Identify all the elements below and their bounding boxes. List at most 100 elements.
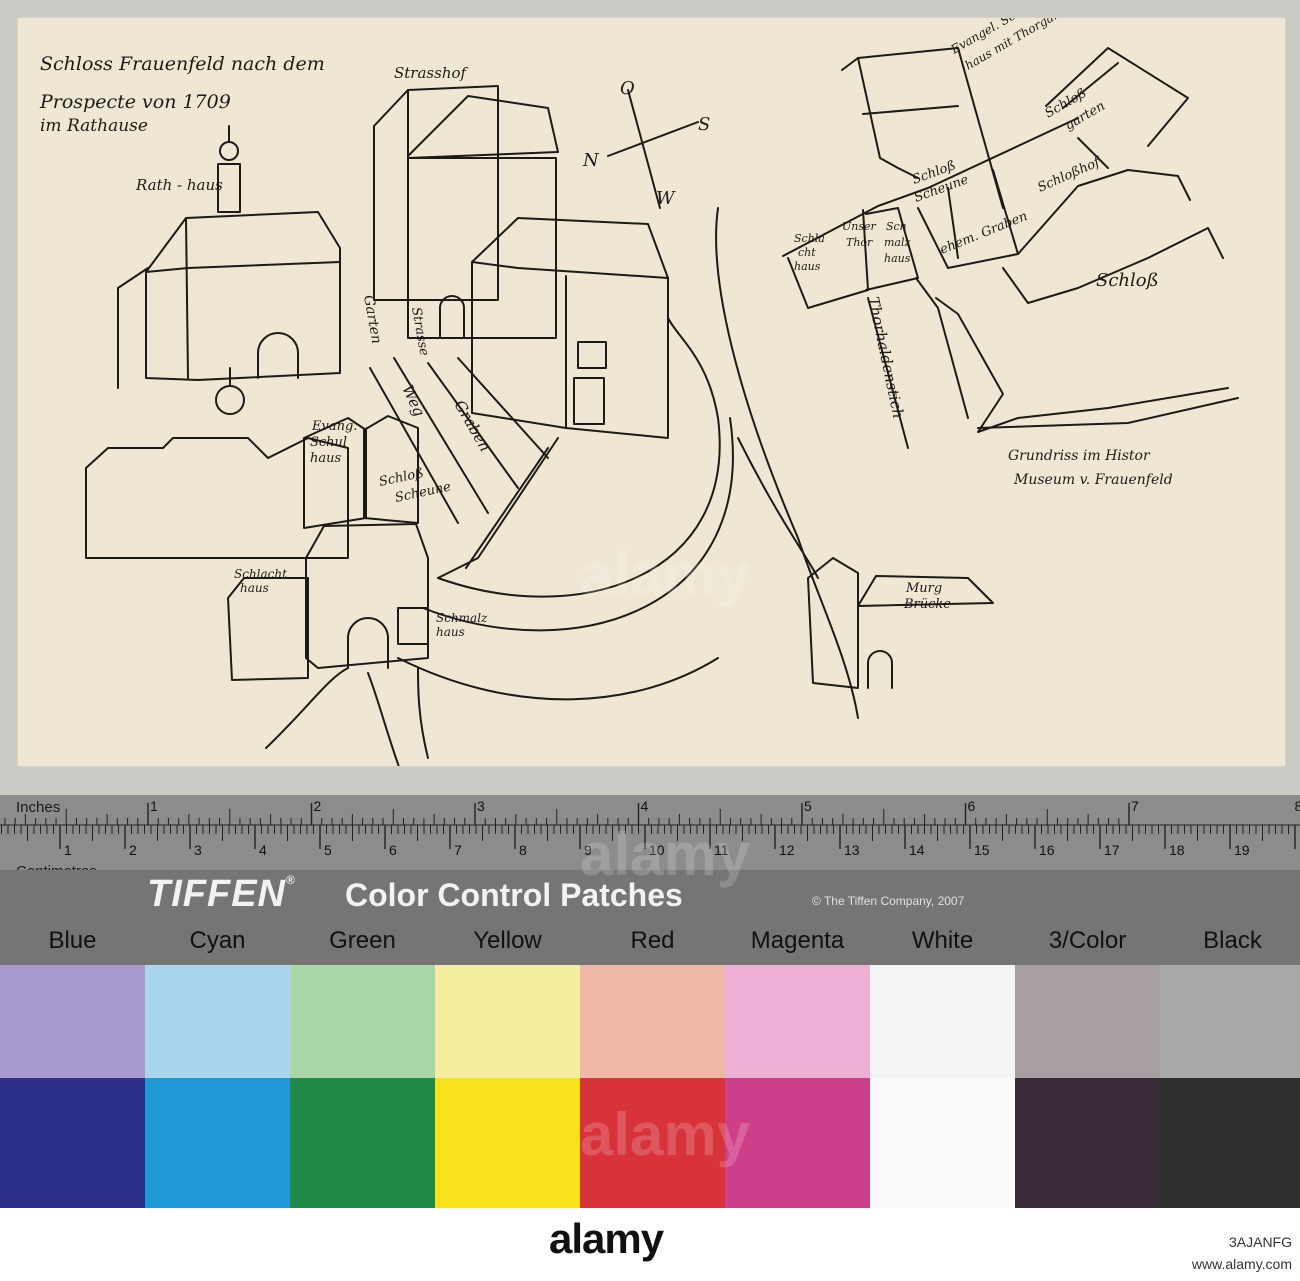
plan-schlachthaus-1: Schla <box>794 232 825 245</box>
sketch-paper: Schloss Frauenfeld nach dem Prospecte vo… <box>18 18 1285 766</box>
patch-white-light <box>870 965 1015 1078</box>
alamy-logo: alamy <box>549 1215 664 1262</box>
patch-black-light <box>1160 965 1300 1078</box>
alamy-footer <box>0 1208 1300 1281</box>
alamy-image-code: 3AJANFG <box>1228 1234 1292 1250</box>
patch-yellow-dark <box>435 1078 580 1208</box>
label-thorhaldenstich: Thorhaldenstich <box>864 295 907 420</box>
ruler-inches-label: Inches <box>16 799 61 816</box>
cm-number: 13 <box>844 842 860 858</box>
plan-caption-2: Museum v. Frauenfeld <box>1013 472 1173 488</box>
patch-yellow-light <box>435 965 580 1078</box>
cm-number: 3 <box>194 842 202 858</box>
patch-red-dark <box>580 1078 725 1208</box>
label-evang-2: Schul <box>310 435 347 450</box>
inch-number: 6 <box>968 798 976 814</box>
sketch-title-line-3: im Rathause <box>40 116 148 136</box>
inch-number: 8 <box>1295 798 1300 814</box>
inch-number: 2 <box>314 798 322 814</box>
inch-number: 7 <box>1131 798 1139 814</box>
cm-number: 14 <box>909 842 925 858</box>
cm-number: 19 <box>1234 842 1250 858</box>
label-strasshof: Strasshof <box>394 64 469 82</box>
patch-magenta-light <box>725 965 870 1078</box>
sketch-title-line-1: Schloss Frauenfeld nach dem <box>40 53 325 75</box>
tiffen-trademark: ® <box>285 873 296 887</box>
patch-3color-light <box>1015 965 1160 1078</box>
tiffen-brand-name: TIFFEN <box>147 873 286 915</box>
patch-black-dark <box>1160 1078 1300 1208</box>
patch-blue-dark <box>0 1078 145 1208</box>
patch-white-dark <box>870 1078 1015 1208</box>
label-schlachthaus-1: Schlacht <box>234 567 287 581</box>
cm-number: 17 <box>1104 842 1120 858</box>
plan-caption-1: Grundriss im Histor <box>1008 448 1151 464</box>
label-schmalzhaus-1: Schmalz <box>436 611 488 625</box>
label-rathhaus: Rath - haus <box>135 176 223 194</box>
compass-n: N <box>582 150 600 171</box>
color-name-yellow: Yellow <box>473 927 542 954</box>
cm-number: 16 <box>1039 842 1055 858</box>
cm-number: 1 <box>64 842 72 858</box>
patch-red-light <box>580 965 725 1078</box>
color-name-3color: 3/Color <box>1048 927 1127 954</box>
plan-unser-thor-1: Unser <box>842 220 877 233</box>
product-name: Color Control Patches <box>345 877 683 913</box>
plan-schmalzhaus-2: malz <box>884 236 911 249</box>
label-schlachthaus-2: haus <box>240 581 269 595</box>
inch-number: 3 <box>477 798 485 814</box>
plan-unser-thor-2: Thor <box>846 236 873 249</box>
color-name-cyan: Cyan <box>189 927 246 954</box>
plan-schloss: Schloß <box>1096 270 1159 291</box>
tiffen-logo: TIFFEN® <box>147 873 296 916</box>
patch-magenta-dark <box>725 1078 870 1208</box>
cm-number: 8 <box>519 842 527 858</box>
label-garten: Garten <box>360 294 384 345</box>
cm-number: 11 <box>714 842 729 858</box>
label-schmalzhaus-2: haus <box>436 625 465 639</box>
patch-cyan-dark <box>145 1078 290 1208</box>
patch-green-dark <box>290 1078 435 1208</box>
plan-schlachthaus-2: cht <box>798 246 816 259</box>
cm-number: 6 <box>389 842 397 858</box>
plan-schlachthaus-3: haus <box>794 260 821 273</box>
label-murg: Murg <box>905 581 942 596</box>
color-name-magenta: Magenta <box>750 927 845 954</box>
inch-number: 5 <box>804 798 812 814</box>
plan-schmalzhaus-3: haus <box>884 252 911 265</box>
color-name-red: Red <box>630 927 675 954</box>
plan-schlosshof: Schloßhof <box>1036 154 1105 196</box>
label-evang-3: haus <box>310 451 341 466</box>
cm-number: 10 <box>649 842 665 858</box>
castle-drawing <box>85 47 1239 766</box>
patch-blue-light <box>0 965 145 1078</box>
patch-cyan-light <box>145 965 290 1078</box>
patch-3color-dark <box>1015 1078 1160 1208</box>
label-strasse: Strasse <box>408 306 431 357</box>
cm-number: 2 <box>129 842 137 858</box>
label-evang-1: Evang. <box>311 419 357 434</box>
cm-number: 15 <box>974 842 990 858</box>
cm-number: 9 <box>584 842 592 858</box>
copyright-text: © The Tiffen Company, 2007 <box>812 894 965 908</box>
cm-number: 12 <box>779 842 795 858</box>
tiffen-header-band <box>0 870 1300 965</box>
cm-number: 18 <box>1169 842 1185 858</box>
label-weg: Weg <box>398 382 428 419</box>
inch-number: 1 <box>150 798 158 814</box>
color-name-black: Black <box>1203 927 1262 954</box>
color-name-green: Green <box>329 927 396 954</box>
compass-w: W <box>656 188 676 209</box>
patch-green-light <box>290 965 435 1078</box>
compass-o: O <box>620 78 635 99</box>
cm-number: 7 <box>454 842 462 858</box>
compass-s: S <box>698 114 710 135</box>
cm-number: 5 <box>324 842 332 858</box>
color-name-blue: Blue <box>48 927 97 954</box>
sketch-title-line-2: Prospecte von 1709 <box>39 91 231 113</box>
castle-sketch: Schloss Frauenfeld nach dem Prospecte vo… <box>39 18 1239 766</box>
color-name-white: White <box>911 927 974 954</box>
cm-number: 4 <box>259 842 267 858</box>
